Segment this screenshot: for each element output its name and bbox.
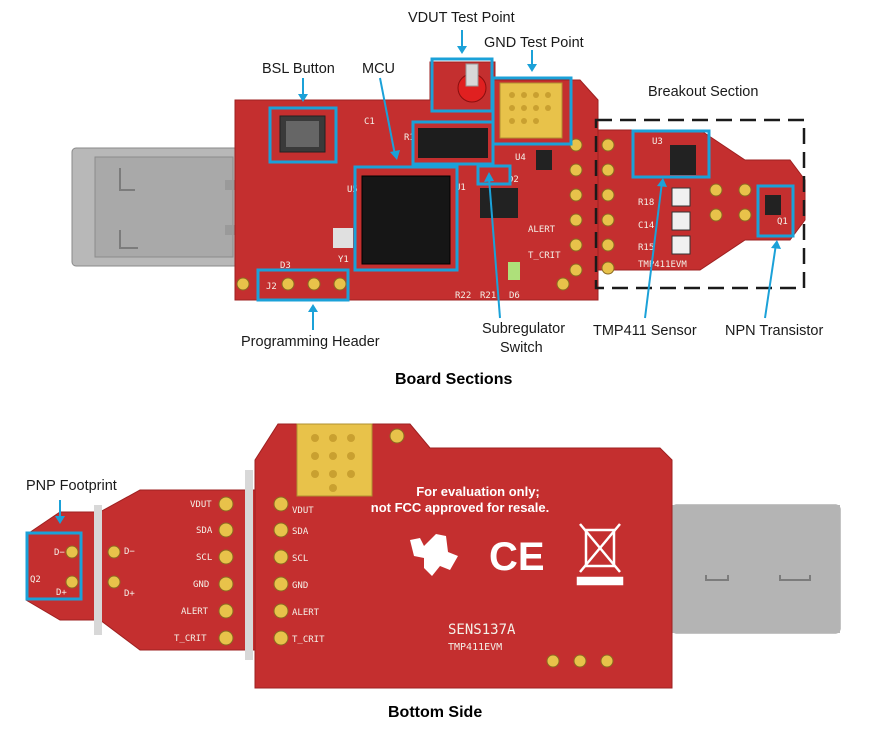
silk-alert: ALERT [528,225,556,235]
callout-gnd [491,76,573,146]
board-name-bottom: TMP411EVM [448,642,502,653]
pin-label-left-alert: ALERT [181,607,209,617]
label-subregulator-line1: Subregulator [482,321,565,337]
pin-label-left-sda: SDA [196,526,213,536]
callout-programming-header [256,268,350,302]
silk-dminus-left: D− [54,548,65,558]
pin-label-left-gnd: GND [193,580,209,590]
label-gnd-test-point: GND Test Point [484,35,584,51]
fcc-notice-line1: For evaluation only; [416,484,540,499]
top-board-view: J2 D3 U5 U1 U4 U3 D2 D6 Q1 Y1 C1 R1 R18 … [71,10,823,388]
silk-c1: C1 [364,117,375,127]
silk-y1: Y1 [338,255,349,265]
label-breakout-section: Breakout Section [648,84,758,100]
silk-u4: U4 [515,153,526,163]
pin-label-right-vdut: VDUT [292,506,314,516]
ti-logo-icon [410,534,458,576]
breakout-section-box [594,118,806,290]
label-mcu: MCU [362,61,395,77]
silk-tmp411evm-top: TMP411EVM [638,260,687,270]
label-npn-transistor: NPN Transistor [725,323,823,339]
label-programming-header: Programming Header [241,334,380,350]
pin-label-left-t-crit: T_CRIT [174,634,207,644]
label-tmp411-sensor: TMP411 Sensor [593,323,697,339]
pin-label-right-t-crit: T_CRIT [292,635,325,645]
breakout-pcb-top [597,129,806,271]
weee-bin-icon [576,523,624,586]
callout-subregulator [411,120,495,166]
pin-label-left-scl: SCL [196,553,212,563]
label-vdut-test-point: VDUT Test Point [408,10,515,26]
usb-connector-top [71,147,258,267]
label-bsl-button: BSL Button [262,61,335,77]
callout-npn [756,184,795,238]
silk-q2: Q2 [30,575,41,585]
silk-d3: D3 [280,261,291,271]
silk-u1: U1 [455,183,466,193]
silk-c14: C14 [638,221,654,231]
silk-dplus-left: D+ [56,588,67,598]
usb-connector-bottom [671,504,841,634]
label-pnp-footprint: PNP Footprint [26,478,117,494]
silk-d2: D2 [508,175,519,185]
label-subregulator-line2: Switch [500,340,543,356]
caption-board-sections: Board Sections [395,371,512,388]
silk-dplus-right: D+ [124,589,135,599]
silk-q1: Q1 [777,217,788,227]
fcc-notice-line2: not FCC approved for resale. [371,500,549,515]
silk-r18: R18 [638,198,654,208]
silk-r1: R1 [404,133,415,143]
pin-label-right-scl: SCL [292,554,308,564]
bottom-board-view: VDUT SDA SCL GND ALERT T_CRIT VDUT SDA S… [25,423,841,721]
pin-label-right-gnd: GND [292,581,308,591]
callout-pnp-footprint [25,531,83,601]
silk-d6: D6 [509,291,520,301]
pin-label-right-sda: SDA [292,527,309,537]
callout-subregulator-2 [476,164,512,186]
silk-j2: J2 [266,282,277,292]
board-id: SENS137A [448,622,516,638]
silk-t-crit: T_CRIT [528,251,561,261]
silk-u5: U5 [347,185,358,195]
callout-mcu [353,165,459,272]
silk-u3: U3 [652,137,663,147]
silk-r15: R15 [638,243,654,253]
silk-r22: R22 [455,291,471,301]
silk-dminus-right: D− [124,547,135,557]
caption-bottom-side: Bottom Side [388,704,482,721]
callout-bsl [268,106,338,164]
callout-tmp411 [631,129,711,179]
ce-mark: CE [489,535,545,579]
pin-label-right-alert: ALERT [292,608,320,618]
silk-r21: R21 [480,291,496,301]
pin-label-left-vdut: VDUT [190,500,212,510]
